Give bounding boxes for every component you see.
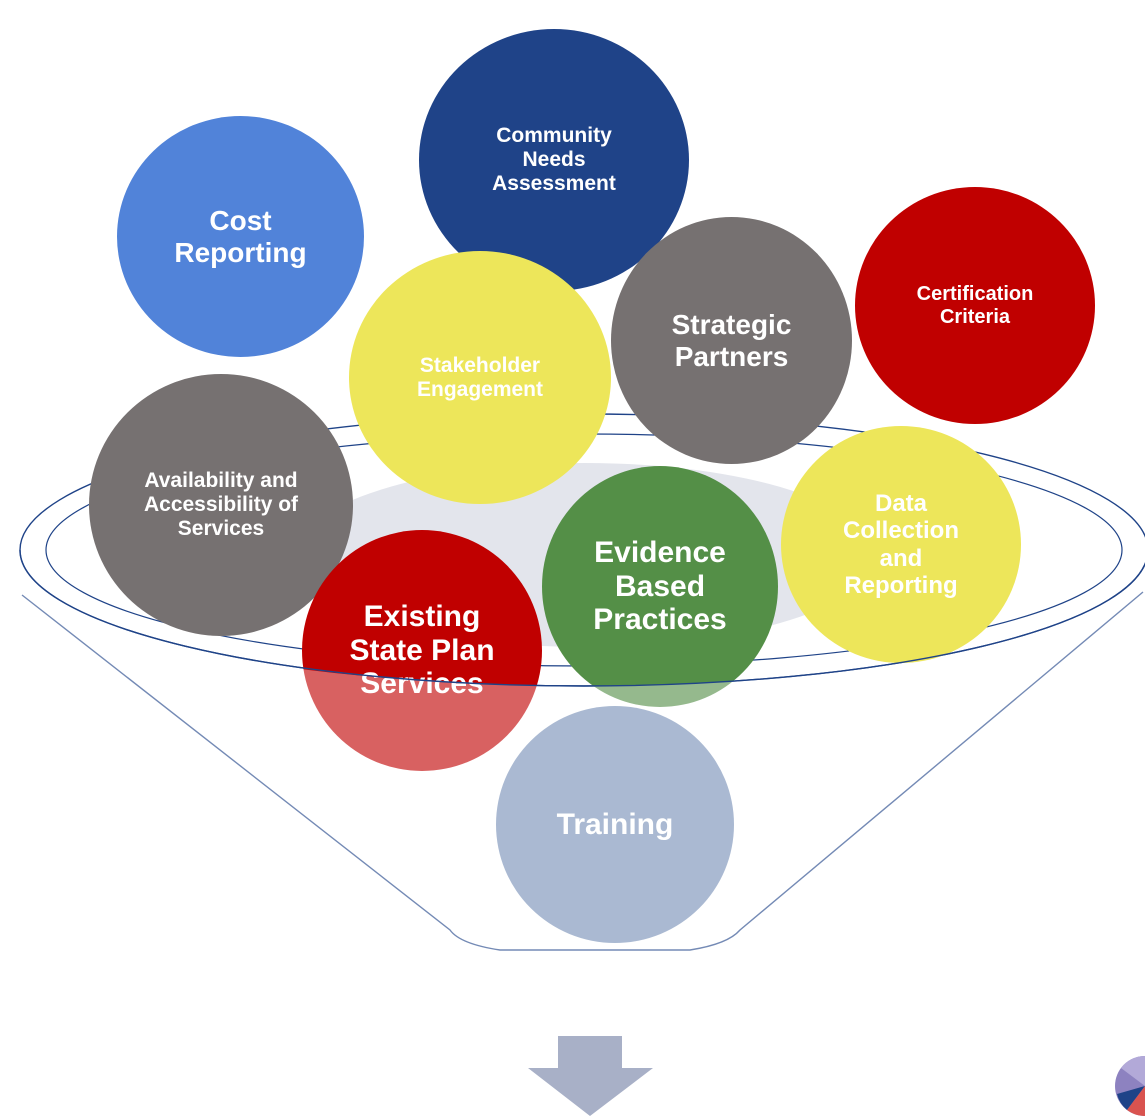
circle-community-needs-assessment: Community Needs Assessment: [419, 29, 689, 291]
circle-label: Evidence Based Practices: [593, 535, 727, 637]
circle-data-collection-reporting: Data Collection and Reporting: [781, 426, 1021, 663]
circle-label: Existing State Plan Services: [349, 599, 495, 701]
circle-label: Training: [556, 807, 674, 841]
down-arrow-icon: [528, 1036, 653, 1116]
logo-icon: [1115, 1056, 1145, 1116]
circle-label: Cost Reporting: [174, 204, 307, 268]
circle-existing-state-plan-services: Existing State Plan Services: [302, 530, 542, 771]
circle-cost-reporting: Cost Reporting: [117, 116, 364, 357]
circle-label: Strategic Partners: [671, 308, 792, 372]
circle-strategic-partners: Strategic Partners: [611, 217, 852, 464]
circle-training: Training: [496, 706, 734, 943]
circle-label: Community Needs Assessment: [492, 124, 616, 195]
circle-label: Stakeholder Engagement: [416, 353, 544, 401]
circle-stakeholder-engagement: Stakeholder Engagement: [349, 251, 611, 504]
circle-certification-criteria: Certification Criteria: [855, 187, 1095, 424]
circle-label: Data Collection and Reporting: [842, 490, 959, 599]
circle-label: Certification Criteria: [916, 282, 1034, 328]
funnel-body-outline: [21, 591, 1144, 951]
circle-evidence-based-practices: Evidence Based Practices: [542, 466, 778, 707]
circle-label: Availability and Accessibility of Servic…: [143, 469, 299, 540]
